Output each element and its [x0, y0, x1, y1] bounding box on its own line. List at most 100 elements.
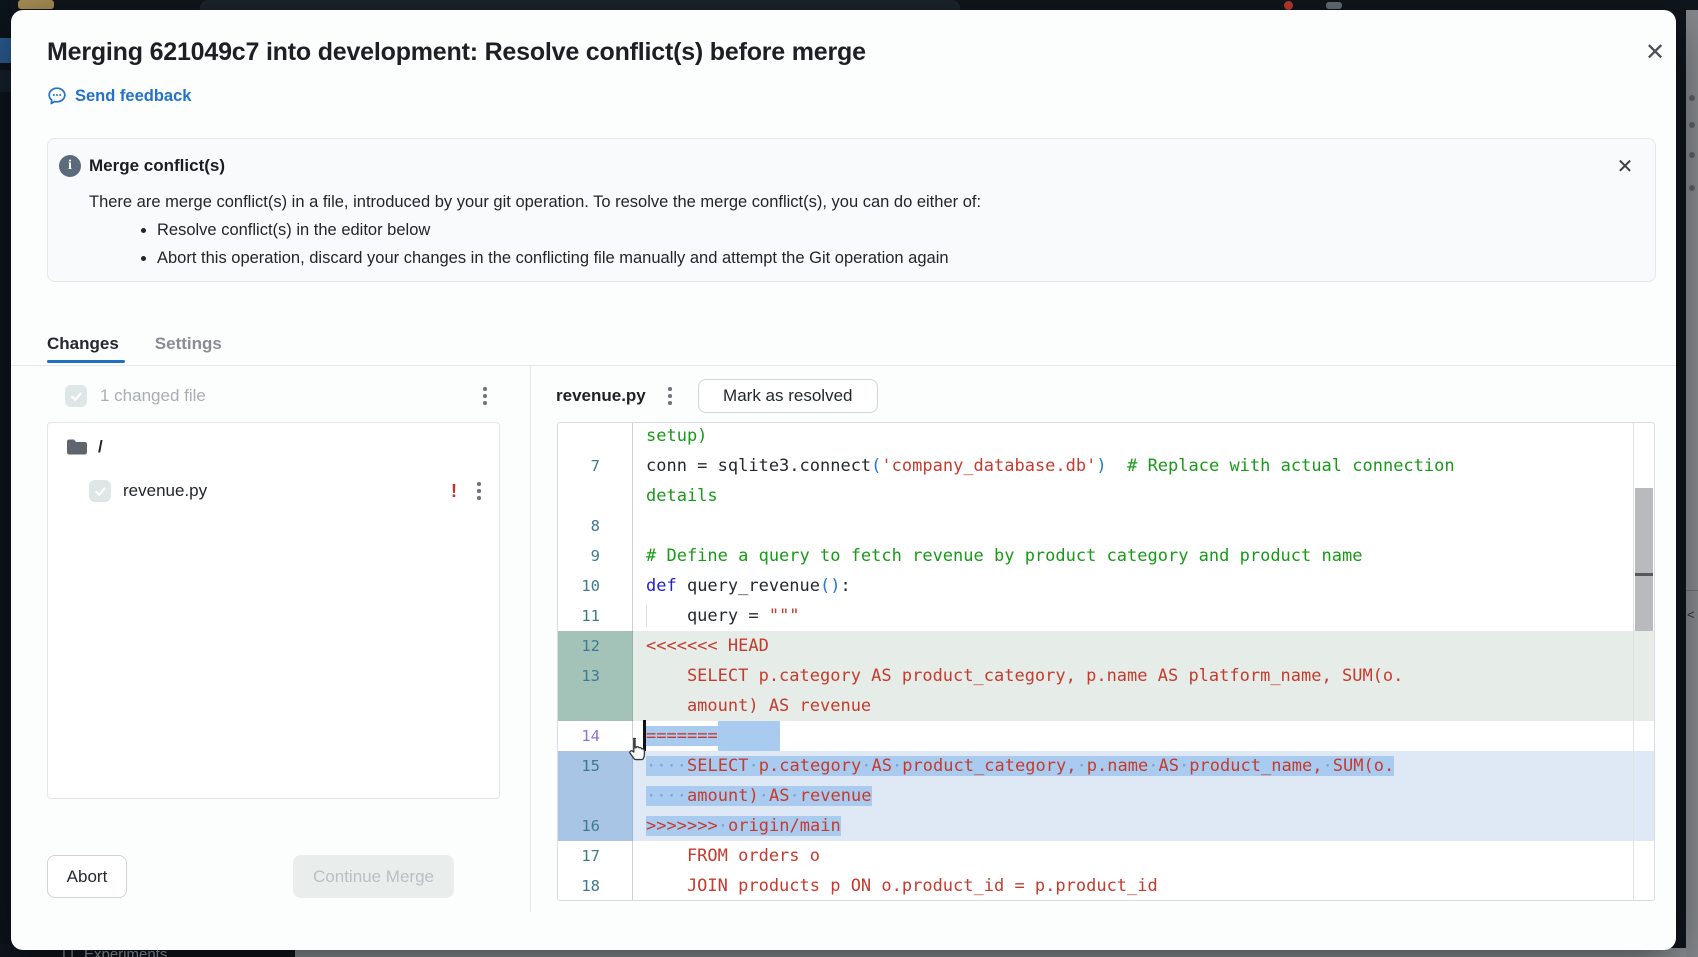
code-line[interactable]: 8: [558, 511, 1654, 541]
alert-bullet-list: Resolve conflict(s) in the editor belowA…: [157, 216, 981, 272]
conflict-warning-icon: !: [451, 480, 457, 501]
scrollbar-thumb[interactable]: [1635, 488, 1653, 631]
merge-conflict-dialog: Merging 621049c7 into development: Resol…: [11, 10, 1676, 950]
code-line[interactable]: 17 FROM orders o: [558, 841, 1654, 871]
code-line-text: conn = sqlite3.connect('company_database…: [646, 456, 1455, 476]
alert-body-text: There are merge conflict(s) in a file, i…: [89, 193, 982, 211]
cursor-pointer-icon: [629, 737, 646, 761]
line-number: 14: [558, 721, 633, 751]
folder-row[interactable]: /: [66, 437, 103, 457]
tab-settings[interactable]: Settings: [154, 334, 222, 353]
file-tree: / revenue.py !: [47, 422, 500, 799]
line-number: 13: [558, 661, 633, 691]
code-editor[interactable]: setup) 7 conn = sqlite3.connect('company_d…: [557, 422, 1655, 901]
code-line[interactable]: 11 query = """: [558, 601, 1654, 631]
code-line[interactable]: setup): [558, 423, 1654, 451]
dialog-actions: Abort Continue Merge: [47, 855, 454, 898]
background-toolbar-icon: [1326, 2, 1342, 9]
dialog-title: Merging 621049c7 into development: Resol…: [47, 38, 866, 66]
panel-divider: [530, 366, 531, 912]
code-line-text: ····SELECT·p.category·AS·product_categor…: [646, 756, 1395, 776]
code-line-text: FROM orders o: [646, 846, 820, 866]
code-line[interactable]: details: [558, 481, 1654, 511]
send-feedback-label: Send feedback: [75, 86, 192, 105]
code-line[interactable]: 12 <<<<<<< HEAD: [558, 631, 1654, 661]
file-row-revenue-py[interactable]: revenue.py !: [89, 473, 489, 509]
code-line[interactable]: 18 JOIN products p ON o.product_id = p.p…: [558, 871, 1654, 900]
selection-tail: [717, 721, 780, 751]
line-number: [558, 691, 633, 721]
code-line[interactable]: 15 ····SELECT·p.category·AS·product_categ…: [558, 751, 1654, 781]
rail-divider: [1686, 590, 1698, 591]
background-right-rail: <: [1686, 10, 1698, 957]
experiments-icon: | |: [62, 946, 74, 957]
code-line-text: # Define a query to fetch revenue by pro…: [646, 546, 1363, 566]
tab-changes[interactable]: Changes: [47, 334, 125, 363]
info-icon: i: [59, 155, 81, 177]
code-line-text: <<<<<<< HEAD: [646, 636, 769, 656]
continue-merge-button[interactable]: Continue Merge: [293, 855, 454, 898]
code-line-text: SELECT p.category AS product_category, p…: [646, 666, 1404, 686]
file-name: revenue.py: [123, 481, 208, 500]
code-line-text: setup): [646, 426, 708, 446]
line-number: 17: [558, 841, 633, 871]
code-line-text: ····amount)·AS·revenue: [646, 786, 872, 806]
code-line[interactable]: 13 SELECT p.category AS product_category…: [558, 661, 1654, 691]
line-number: 12: [558, 631, 633, 661]
tabbar-divider: [11, 365, 1676, 366]
editor-kebab-menu-icon[interactable]: [660, 383, 680, 409]
line-number: 10: [558, 571, 633, 601]
line-number: 15: [558, 751, 633, 781]
notification-dot-icon: [1284, 1, 1293, 10]
rail-icon: [1689, 152, 1695, 158]
scrollbar-position-marker: [1635, 573, 1653, 576]
code-line[interactable]: ····amount)·AS·revenue: [558, 781, 1654, 811]
changed-files-summary-row: 1 changed file: [65, 378, 495, 414]
abort-button[interactable]: Abort: [47, 855, 127, 898]
line-number: 7: [558, 451, 633, 481]
code-line[interactable]: 10 def query_revenue():: [558, 571, 1654, 601]
send-feedback-link[interactable]: Send feedback: [47, 86, 191, 106]
code-line-text: query = """: [633, 601, 1654, 631]
code-line-text: JOIN products p ON o.product_id = p.prod…: [646, 876, 1158, 896]
chat-bubble-icon: [48, 87, 66, 105]
collapse-chevron-icon: <: [1687, 607, 1695, 622]
tab-bar: Changes Settings: [47, 334, 222, 363]
code-line[interactable]: amount) AS revenue: [558, 691, 1654, 721]
dialog-close-icon[interactable]: ✕: [1644, 38, 1666, 66]
code-line[interactable]: 9 # Define a query to fetch revenue by pr…: [558, 541, 1654, 571]
select-all-checkbox[interactable]: [65, 385, 87, 407]
line-number: 9: [558, 541, 633, 571]
rail-icon: [1689, 185, 1695, 191]
text-caret: [643, 720, 646, 751]
code-line-text: >>>>>>>·origin/main: [646, 816, 841, 836]
editor-filename: revenue.py: [556, 386, 646, 405]
file-kebab-menu-icon[interactable]: [469, 478, 489, 504]
line-number: [558, 481, 633, 511]
changed-files-label: 1 changed file: [100, 386, 206, 405]
file-checkbox[interactable]: [89, 480, 111, 502]
code-line-text: =======: [629, 720, 1654, 761]
sidebar-item-experiments: Experiments: [83, 946, 168, 957]
code-line[interactable]: 16 >>>>>>>·origin/main: [558, 811, 1654, 841]
line-number: 18: [558, 871, 633, 900]
code-line-text: [633, 511, 1654, 541]
line-number: 11: [558, 601, 633, 631]
background-dimmed-area: [295, 948, 1698, 957]
code-line-text: def query_revenue():: [646, 576, 851, 596]
merge-conflict-alert: i Merge conflict(s) ✕ There are merge co…: [47, 138, 1656, 282]
line-number: 16: [558, 811, 633, 841]
code-line[interactable]: 14=======: [558, 720, 1654, 761]
line-number: [558, 781, 633, 811]
kebab-menu-icon[interactable]: [475, 383, 495, 409]
code-line-text: amount) AS revenue: [646, 696, 872, 716]
alert-close-icon[interactable]: ✕: [1616, 155, 1634, 178]
editor-header: revenue.py Mark as resolved: [556, 378, 878, 414]
folder-icon: [67, 439, 87, 455]
editor-scrollbar: [1633, 423, 1654, 900]
background-sidebar: [0, 0, 11, 957]
code-line[interactable]: 7 conn = sqlite3.connect('company_databas…: [558, 451, 1654, 481]
sidebar-active-item: [0, 38, 11, 63]
mark-as-resolved-button[interactable]: Mark as resolved: [697, 379, 878, 413]
line-number: 8: [558, 511, 633, 541]
